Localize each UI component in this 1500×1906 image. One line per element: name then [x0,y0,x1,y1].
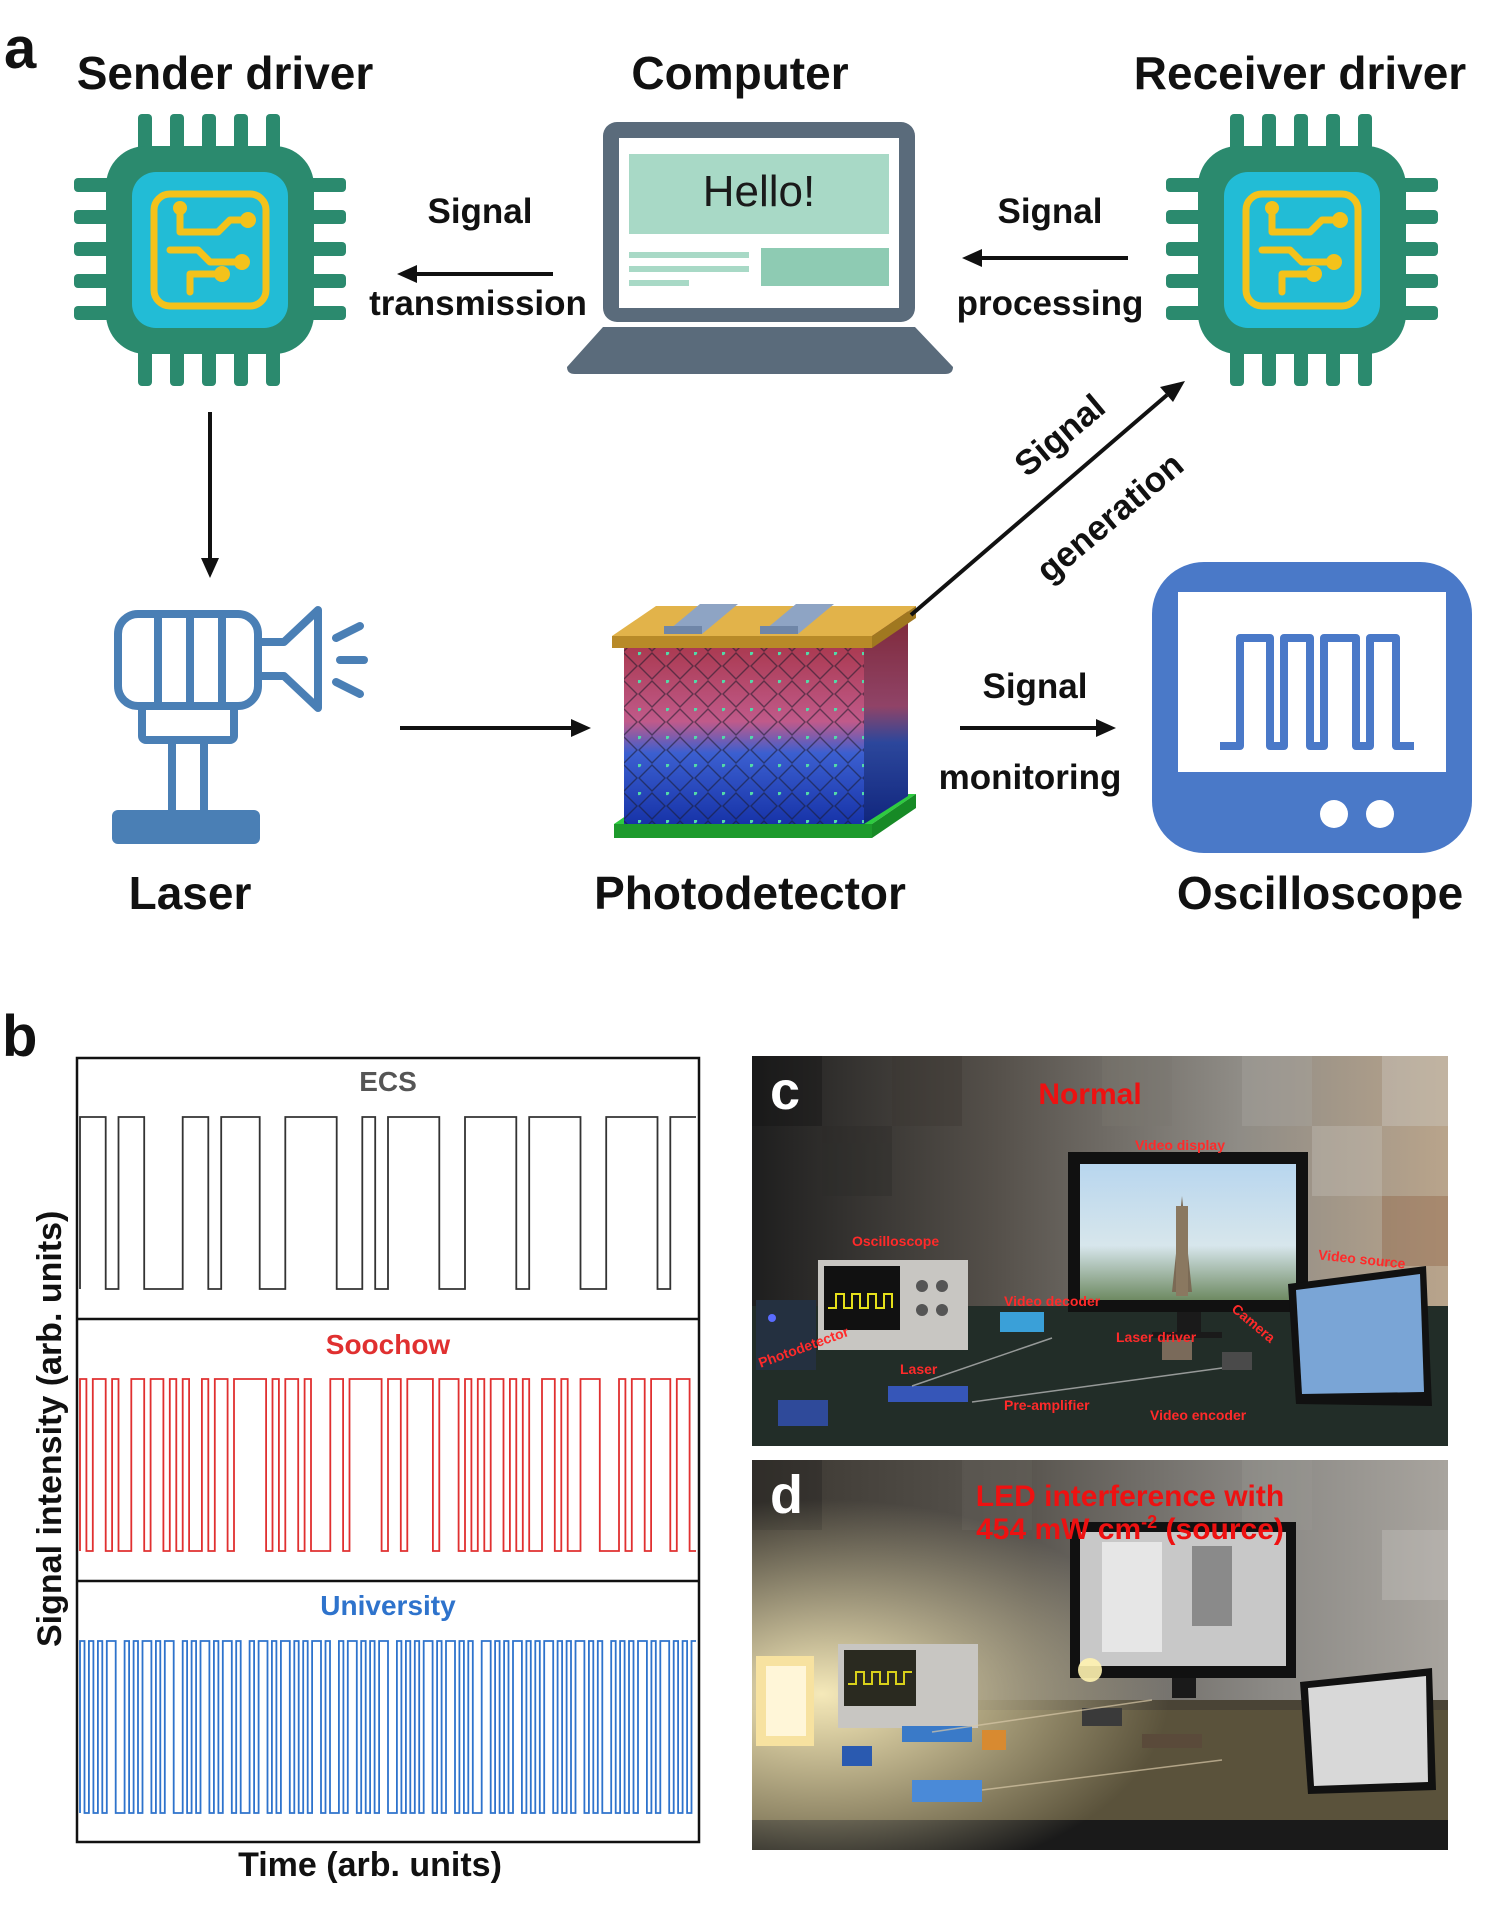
arrow-to-sender [397,265,553,283]
panel-c-status: Normal [1038,1078,1142,1111]
trace-label-soochow: Soochow [325,1329,451,1360]
arrow-to-photodetector [400,719,591,737]
setup-photo-led-interference [752,1460,1448,1850]
panel-d-status: LED interference with 454 mW cm-2 (sourc… [890,1480,1370,1546]
panel-d-status-line2: 454 mW cm-2 (source) [890,1512,1370,1546]
laptop-icon [567,122,953,374]
trace-ecs [79,1116,696,1290]
oscilloscope-icon [1152,562,1472,853]
transmission-label-2: transmission [369,284,587,323]
annotation-video-display: Video display [1135,1137,1225,1153]
photodetector-device-icon [612,604,916,838]
computer-title: Computer [631,47,849,99]
processing-label-1: Signal [997,192,1103,231]
photodetector-title: Photodetector [594,867,906,919]
signal-traces-chart [75,1056,701,1844]
panel-c-letter: c [770,1061,801,1121]
monitoring-label-1: Signal [982,667,1088,706]
transmission-label-1: Signal [427,192,533,231]
trace-label-ecs: ECS [359,1066,417,1097]
arrow-to-oscilloscope [960,719,1116,737]
trace-label-university: University [320,1590,456,1621]
setup-photo-normal [752,1056,1448,1446]
panel-b-letter: b [2,1004,38,1069]
trace-university [79,1640,696,1814]
annotation-oscilloscope: Oscilloscope [852,1233,940,1249]
panel-d-letter: d [770,1465,803,1525]
arrow-to-computer [962,249,1128,267]
oscilloscope-title: Oscilloscope [1176,867,1464,919]
trace-soochow [79,1378,696,1552]
panel-d-status-exponent: -2 [1141,1512,1158,1532]
sender-chip-icon [74,114,346,386]
annotation-pre-amplifier: Pre-amplifier [1004,1397,1090,1413]
y-axis-title: Signal intensity (arb. units) [31,1210,69,1647]
annotation-video-decoder: Video decoder [1004,1293,1101,1309]
panel-d-status-suffix: (source) [1157,1513,1284,1546]
panel-d-status-line1: LED interference with [975,1480,1285,1513]
arrow-to-receiver [909,381,1185,617]
annotation-video-encoder: Video encoder [1150,1407,1247,1423]
processing-label-2: processing [956,284,1144,323]
laser-title: Laser [128,867,252,919]
laser-icon [112,606,368,844]
x-axis-title: Time (arb. units) [238,1846,502,1884]
panel-a-letter: a [4,16,37,81]
receiver-chip-icon [1166,114,1438,386]
sender-driver-title: Sender driver [76,47,374,99]
receiver-driver-title: Receiver driver [1133,47,1467,99]
laptop-screen-text: Hello! [702,167,816,216]
arrow-to-laser [201,412,219,578]
monitoring-label-2: monitoring [938,758,1122,797]
panel-d-status-value: 454 mW cm [976,1513,1142,1546]
annotation-laser: Laser [900,1361,938,1377]
annotation-laser-driver: Laser driver [1116,1329,1197,1345]
